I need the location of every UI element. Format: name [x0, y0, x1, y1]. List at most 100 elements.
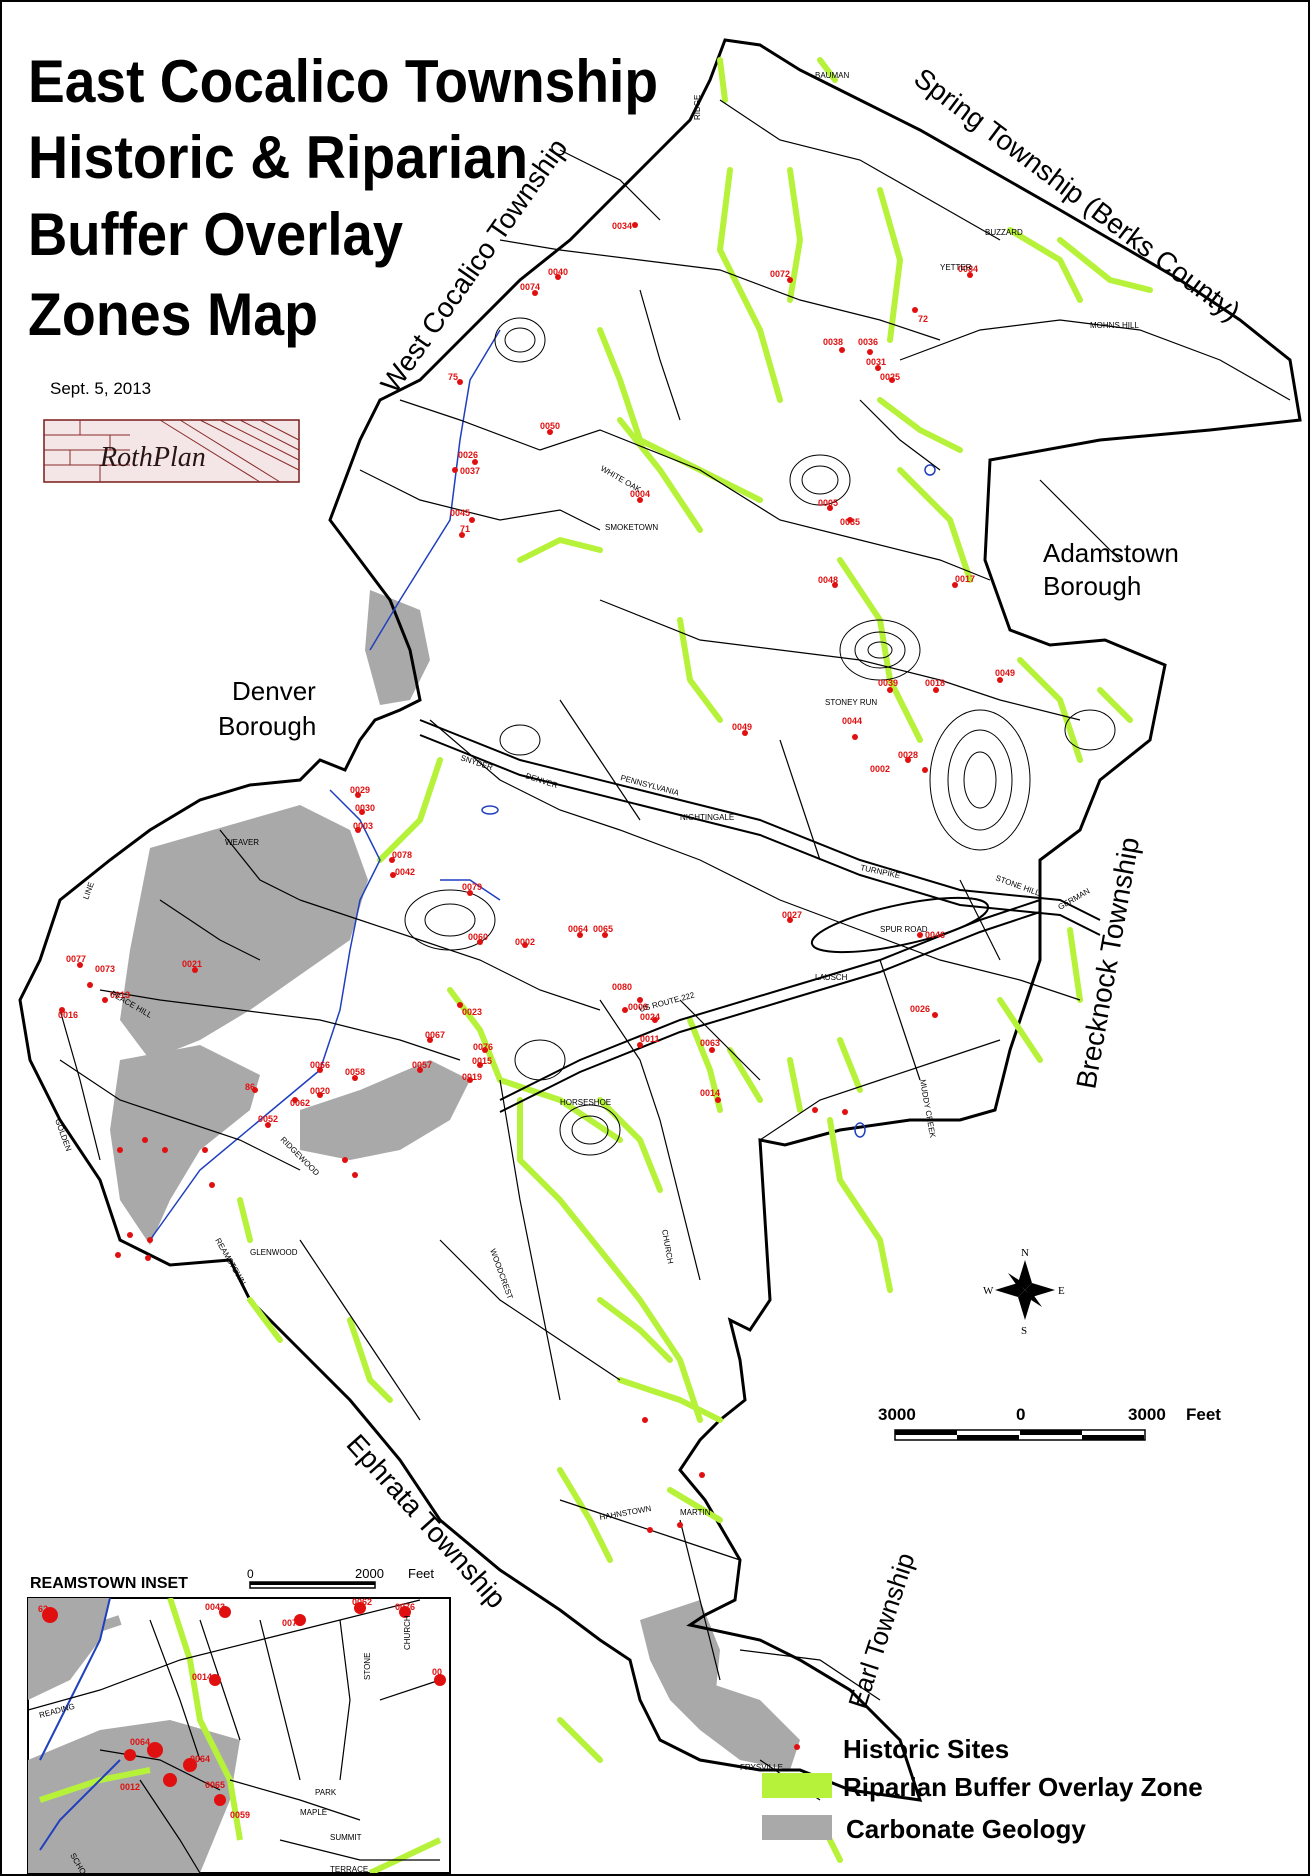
- road-label: WEAVER: [225, 838, 259, 847]
- site-label: 0023: [462, 1007, 482, 1017]
- site-label: 0009: [628, 1002, 648, 1012]
- scale-zero-label: 0: [1016, 1405, 1025, 1424]
- inset-site-label: 0043: [205, 1602, 225, 1612]
- inset-site-label: 0062: [352, 1597, 372, 1607]
- inset-road-label: TERRACE: [330, 1865, 368, 1874]
- water-features: [149, 329, 936, 1241]
- inset-road-label: CHURCH: [403, 1615, 412, 1650]
- site-label: 0003: [353, 821, 373, 831]
- site-label: 0004: [630, 489, 650, 499]
- inset-site-label: 00: [432, 1667, 442, 1677]
- inset-site-label: 0076: [395, 1602, 415, 1612]
- scale-left-label: 3000: [878, 1405, 916, 1424]
- site-label: 0029: [350, 785, 370, 795]
- site-label: 0025: [880, 372, 900, 382]
- site-label: 71: [460, 524, 470, 534]
- road-label: FRYSVILLE: [740, 1763, 783, 1772]
- road-label: MOHNS HILL: [1090, 321, 1139, 330]
- site-label: 0045: [450, 508, 470, 518]
- legend-historic-dot: [794, 1744, 800, 1750]
- site-label: 0066: [310, 1060, 330, 1070]
- site-label: 0026: [910, 1004, 930, 1014]
- title-line-2: Historic & Riparian: [28, 124, 528, 191]
- site-label: 0037: [460, 466, 480, 476]
- inset-site-label: 0012: [120, 1782, 140, 1792]
- inset-road-label: SUMMIT: [330, 1833, 362, 1842]
- site-label: 0078: [392, 850, 412, 860]
- site-label: 0063: [700, 1038, 720, 1048]
- site-label: 0057: [412, 1060, 432, 1070]
- site-label: 0079: [462, 882, 482, 892]
- riparian-buffer-streams: [237, 57, 1153, 1863]
- reamstown-inset: REAMSTOWN INSET 0 2000 Feet: [27, 1566, 451, 1874]
- site-label: 0005: [818, 498, 838, 508]
- site-label: 0077: [66, 954, 86, 964]
- site-label: 86: [245, 1082, 255, 1092]
- site-label: 0021: [182, 959, 202, 969]
- legend-historic-label: Historic Sites: [843, 1734, 1009, 1764]
- map-date: Sept. 5, 2013: [50, 379, 151, 398]
- site-label: 0049: [995, 668, 1015, 678]
- legend-riparian-swatch: [762, 1773, 832, 1798]
- site-label: 0036: [858, 337, 878, 347]
- site-label: 0076: [473, 1042, 493, 1052]
- site-label: 0030: [355, 803, 375, 813]
- site-label: 0060: [468, 932, 488, 942]
- compass-n: N: [1021, 1247, 1029, 1259]
- legend-carbonate-swatch: [762, 1815, 832, 1840]
- road-label: LAUSCH: [815, 973, 848, 982]
- legend: Historic Sites Riparian Buffer Overlay Z…: [762, 1734, 1203, 1844]
- road-label: NIGHTINGALE: [680, 813, 734, 822]
- historic-site-labels: 0034 0072 0040 0074 0084 72 0038 0036 00…: [58, 221, 1015, 1124]
- scale-right-label: 3000: [1128, 1405, 1166, 1424]
- site-label: 0016: [58, 1010, 78, 1020]
- site-label: 0011: [640, 1034, 660, 1044]
- compass-w: W: [983, 1285, 994, 1297]
- road-label: SPUR ROAD: [880, 925, 928, 934]
- site-label: 75: [448, 372, 458, 382]
- inset-scale-unit: Feet: [408, 1566, 434, 1581]
- site-label: 0072: [770, 269, 790, 279]
- denver-label-1: Denver: [232, 676, 316, 706]
- site-label: 72: [918, 314, 928, 324]
- historic-site-dots: [59, 222, 1003, 1533]
- site-label: 0080: [612, 982, 632, 992]
- legend-carbonate-label: Carbonate Geology: [846, 1814, 1086, 1844]
- site-label: 0015: [472, 1056, 492, 1066]
- inset-site-label: 0075: [282, 1618, 302, 1628]
- road-label: BUZZARD: [985, 228, 1023, 237]
- site-label: 0084: [958, 264, 978, 274]
- site-label: 0040: [548, 267, 568, 277]
- site-label: 0026: [458, 450, 478, 460]
- site-label: 0027: [782, 910, 802, 920]
- site-label: 0039: [878, 678, 898, 688]
- site-label: 0052: [258, 1114, 278, 1124]
- site-label: 0034: [612, 221, 632, 231]
- site-label: 0013: [110, 990, 130, 1000]
- inset-title: REAMSTOWN INSET: [30, 1575, 188, 1592]
- compass-s: S: [1021, 1325, 1027, 1337]
- road-label: GLENWOOD: [250, 1248, 298, 1257]
- road-label: BAUMAN: [815, 71, 849, 80]
- scale-bar: 3000 0 3000 Feet: [878, 1405, 1221, 1441]
- road-label: SMOKETOWN: [605, 523, 658, 532]
- site-label: 0046: [925, 930, 945, 940]
- inset-site-label: 0064: [190, 1754, 210, 1764]
- site-label: 0062: [290, 1098, 310, 1108]
- site-label: 0017: [955, 574, 975, 584]
- title-line-4: Zones Map: [28, 281, 318, 348]
- site-label: 0050: [540, 421, 560, 431]
- inset-site-label: 0014: [192, 1672, 212, 1682]
- site-label: 0019: [462, 1072, 482, 1082]
- site-label: 0044: [842, 716, 862, 726]
- inset-site-label: 0064: [130, 1737, 150, 1747]
- map-title: East Cocalico Township Historic & Ripari…: [28, 48, 658, 398]
- site-label: 0031: [866, 357, 886, 367]
- rothplan-logo: RothPlan: [43, 419, 300, 483]
- site-label: 0073: [95, 964, 115, 974]
- inset-road-label: STONE: [363, 1653, 372, 1680]
- inset-site-label: 0065: [205, 1780, 225, 1790]
- logo-text: RothPlan: [99, 442, 206, 473]
- site-label: 0074: [520, 282, 540, 292]
